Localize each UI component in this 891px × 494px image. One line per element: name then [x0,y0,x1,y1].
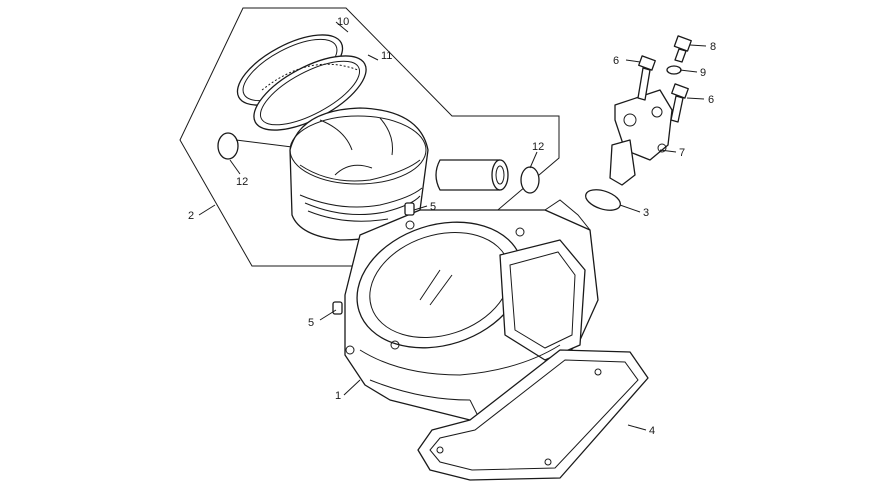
dowel-pin-lower [332,301,343,315]
piston-pin [435,159,509,191]
tensioner-o-ring [585,189,621,211]
tensioner-bolt-left [637,55,656,101]
callout-9: 9 [700,67,706,79]
cylinder-base-gasket [417,349,649,481]
chain-tensioner [609,89,673,186]
callout-8: 8 [710,41,716,53]
piston [289,107,429,241]
callout-12-left: 12 [236,176,248,188]
callout-6-left: 6 [613,55,619,67]
piston-pin-circlip-right [520,166,540,194]
piston-pin-circlip-left [217,132,301,160]
callout-2: 2 [188,210,194,222]
tensioner-plug-bolt [673,35,692,63]
leader-lines [198,21,707,431]
tensioner-bolt-right [670,83,689,123]
callout-5-lower: 5 [308,317,314,329]
callout-6-right: 6 [708,94,714,106]
callout-12-right: 12 [532,141,544,153]
callout-3: 3 [643,207,649,219]
callout-11: 11 [381,50,392,62]
callout-1: 1 [335,390,341,402]
piston-kit-group-outline [179,7,560,267]
tensioner-sealing-washer [666,65,682,75]
dowel-pin-upper [404,202,415,216]
callout-7: 7 [679,147,685,159]
callout-4: 4 [649,425,655,437]
callout-5-upper: 5 [430,201,436,213]
callout-10: 10 [337,16,349,28]
